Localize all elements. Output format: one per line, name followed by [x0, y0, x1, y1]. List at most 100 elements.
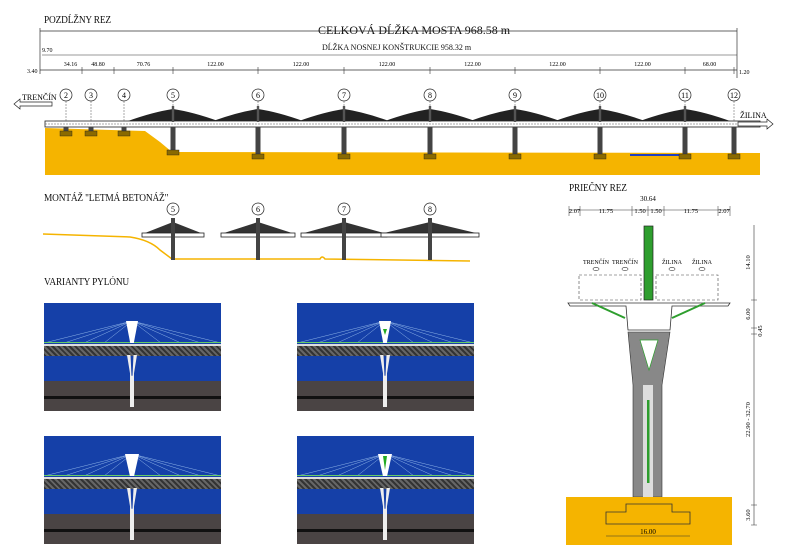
assembly-pier-number: 8	[428, 205, 432, 214]
assembly-pier-circle	[166, 202, 180, 216]
pier-number: 12	[730, 91, 738, 100]
assembly-pier-number: 7	[342, 205, 346, 214]
pier-number: 4	[122, 91, 126, 100]
span-length: 122.00	[549, 62, 566, 68]
pier-column	[682, 127, 688, 154]
pier-opening	[639, 339, 659, 372]
cross-width: 11.75	[599, 208, 613, 215]
assembly-pier-number: 5	[171, 205, 175, 214]
span-length: 122.00	[207, 62, 224, 68]
pylon	[683, 106, 687, 122]
pier-footing	[678, 153, 692, 160]
pier-footing	[84, 130, 98, 137]
pier-column	[512, 127, 518, 154]
pier-number: 8	[428, 91, 432, 100]
direction-right-label: ŽILINA	[740, 110, 767, 120]
span-length: 68.00	[703, 62, 717, 68]
cross-width: 11.75	[684, 208, 698, 215]
pier-column	[121, 127, 127, 131]
lane-direction-label: TRENČÍN	[612, 258, 639, 266]
height-dimension: 6.00	[745, 308, 752, 319]
pier-footing	[508, 153, 522, 160]
cross-width: 2.07	[569, 208, 581, 215]
pier-footing	[423, 153, 437, 160]
pylon-variant-2	[297, 303, 474, 411]
pylon	[513, 106, 517, 122]
pier-footing	[59, 130, 73, 137]
pier-column	[63, 127, 69, 131]
height-dimension: 3.60	[745, 509, 752, 520]
pylon	[171, 106, 175, 122]
lane-clearance-right	[655, 274, 719, 301]
structure-length-label: DĹŽKA NOSNEJ KONŠTRUKCIE 958.32 m	[322, 43, 472, 52]
assembly-pier-number: 6	[256, 205, 260, 214]
lane-direction-label: ŽILINA	[662, 258, 683, 266]
pier-column	[170, 127, 176, 150]
footing-width: 16.00	[640, 528, 656, 536]
lane-marker-icon	[668, 267, 676, 271]
pier-footing	[117, 130, 131, 137]
footing	[605, 503, 691, 525]
assembly-pylon	[428, 218, 432, 260]
pier-number: 5	[171, 91, 175, 100]
lane-marker-icon	[698, 267, 706, 271]
pylon-variant-3	[44, 436, 221, 544]
pier-number: 2	[64, 91, 68, 100]
pier-footing	[166, 149, 180, 156]
pylon	[342, 106, 346, 122]
pylon-variant-1	[44, 303, 221, 411]
lane-marker-icon	[621, 267, 629, 271]
lane-clearance-left	[578, 274, 642, 301]
height-dimension: 14.10	[745, 255, 752, 270]
assembly-pier-circle	[251, 202, 265, 216]
pier-footing	[593, 153, 607, 160]
pier-number: 7	[342, 91, 346, 100]
direction-left-label: TRENČÍN	[22, 92, 57, 102]
pier-footing	[251, 153, 265, 160]
span-length: 122.00	[464, 62, 481, 68]
pier-column	[597, 127, 603, 154]
deck-cross-section	[567, 302, 731, 331]
assembly-pylon	[256, 218, 260, 260]
pier-number: 9	[513, 91, 517, 100]
span-length: 34.16	[64, 62, 78, 68]
pier-column	[255, 127, 261, 154]
pier-footing	[337, 153, 351, 160]
pier-green-strip	[647, 400, 650, 483]
cross-section-heading: PRIEČNY REZ	[569, 182, 627, 194]
dim-left-top: 9.70	[42, 48, 53, 54]
pier-column	[341, 127, 347, 154]
pylon	[428, 106, 432, 122]
pier-column	[731, 127, 737, 154]
cross-width: 1.50	[650, 208, 661, 215]
span-length: 48.80	[91, 62, 105, 68]
assembly-pylon	[171, 218, 175, 260]
span-length: 70.76	[137, 62, 151, 68]
ground-profile	[45, 128, 760, 175]
longitudinal-section-heading: POZDĹŽNY REZ	[44, 14, 111, 26]
pier-number: 10	[596, 91, 604, 100]
pylon-mast	[643, 225, 654, 301]
arrow-right-icon	[737, 118, 774, 130]
pylon	[256, 106, 260, 122]
assembly-pier-circle	[423, 202, 437, 216]
strut-right	[671, 302, 706, 319]
lane-marker-icon	[592, 267, 600, 271]
pier-column	[88, 127, 94, 131]
assembly-pylon	[342, 218, 346, 260]
pier-number: 6	[256, 91, 260, 100]
pier-footing	[727, 153, 741, 160]
pier-number: 11	[681, 91, 689, 100]
lane-direction-label: ŽILINA	[692, 258, 713, 266]
span-length: 122.00	[293, 62, 310, 68]
arrow-left-icon	[13, 98, 53, 110]
pier-number: 3	[89, 91, 93, 100]
total-length-label: CELKOVÁ DĹŽKA MOSTA 968.58 m	[318, 23, 511, 37]
pylon-variant-4	[297, 436, 474, 544]
cross-width: 1.50	[634, 208, 645, 215]
variants-heading: VARIANTY PYLÓNU	[44, 276, 129, 288]
height-dimension: 0.45	[757, 325, 764, 336]
dim-left-bottom: 3.40	[27, 69, 38, 75]
span-length: 122.00	[634, 62, 651, 68]
